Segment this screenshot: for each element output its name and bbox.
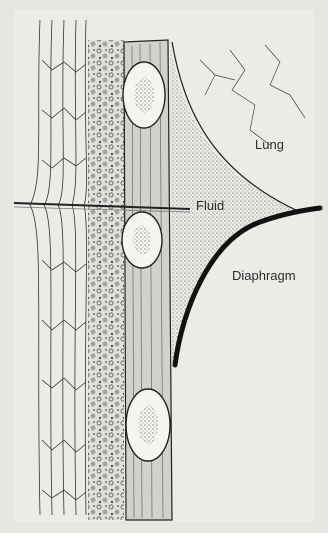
rib-upper xyxy=(123,62,165,128)
rib-lower xyxy=(126,389,170,461)
muscle-layer-shade xyxy=(88,40,124,520)
rib-middle xyxy=(122,212,162,268)
fluid-label: Fluid xyxy=(196,198,224,213)
lung-label: Lung xyxy=(255,137,284,152)
diaphragm-label: Diaphragm xyxy=(232,268,296,283)
